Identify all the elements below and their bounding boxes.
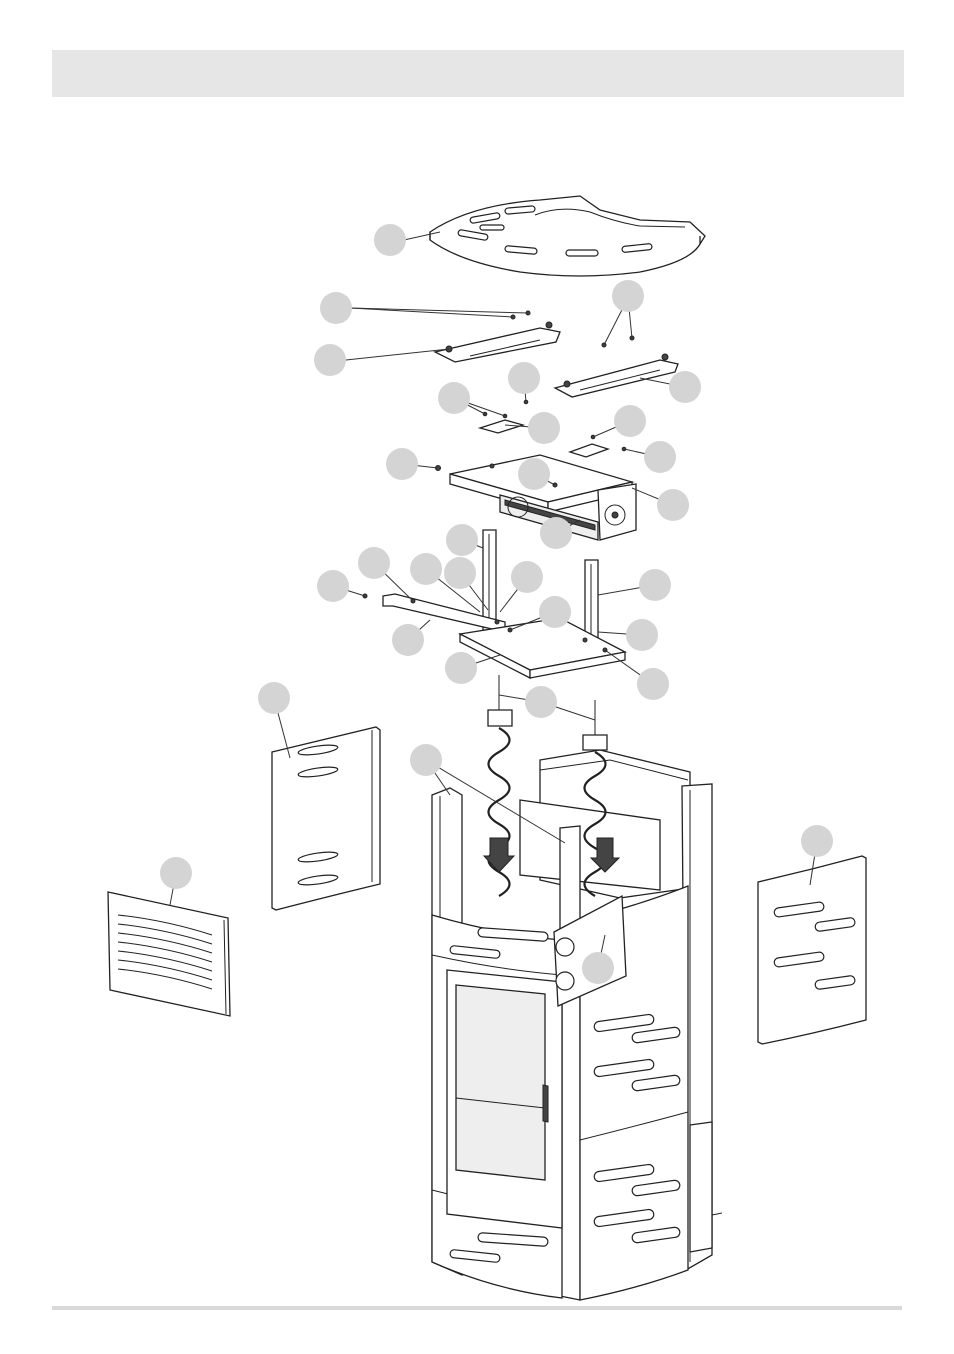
callout-02 [320,292,352,324]
callout-12 [518,458,550,490]
callout-05 [669,371,701,403]
callout-06 [508,362,540,394]
right-side-panel [757,855,867,1045]
grille-slats [117,914,213,990]
callout-04 [612,280,644,312]
callout-18 [444,557,476,589]
left-upright [482,529,497,631]
callout-16 [358,547,390,579]
base-plate [457,617,627,680]
left-spring-rod [482,675,516,897]
callout-08 [528,412,560,444]
callout-11 [386,448,418,480]
callout-03 [314,344,346,376]
callout-09 [614,405,646,437]
left-top-bracket [433,310,561,363]
callout-19 [511,561,543,593]
callout-29 [410,744,442,776]
callout-01 [374,224,406,256]
small-plate-left [477,399,529,434]
callout-22 [539,596,571,628]
stove-body [431,749,723,1301]
callout-31 [801,825,833,857]
right-upright [584,559,599,639]
callout-21 [639,569,671,601]
callout-27 [525,686,557,718]
callout-23 [626,619,658,651]
callout-20 [317,570,349,602]
right-spring-rod [582,700,621,897]
callout-10 [644,441,676,473]
callout-14 [540,517,572,549]
callout-15 [446,524,478,556]
callout-25 [445,652,477,684]
callout-26 [637,668,669,700]
callout-32 [582,952,614,984]
right-top-bracket [553,335,679,398]
callout-30 [160,857,192,889]
callouts [160,224,833,984]
top-cover-plate [429,195,706,277]
front-grille-panel [107,891,231,1017]
left-side-panel [271,726,381,911]
callout-07 [438,382,470,414]
callout-28 [258,682,290,714]
footer-rule [52,1306,902,1310]
callout-13 [657,489,689,521]
header-bar [52,50,904,97]
callout-24 [392,624,424,656]
callout-17 [410,553,442,585]
small-plate-right [567,434,627,458]
